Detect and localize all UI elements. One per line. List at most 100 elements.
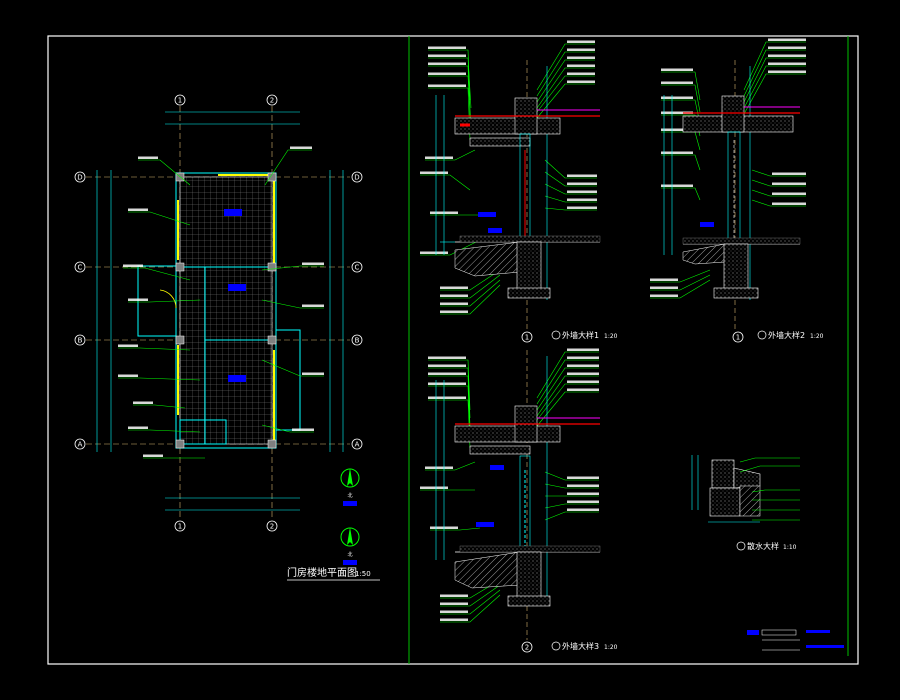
leader-line [536,43,595,91]
leader-tag [440,286,468,289]
leader-tag [428,84,466,87]
leader-tag [567,198,597,201]
detail-1-leaders [420,40,597,315]
leader-line [544,159,597,179]
leader-line [743,65,806,109]
leader-tag [420,171,448,174]
plan-title: 门房楼地平面图 [287,566,357,579]
leader-tag [661,184,693,187]
leader-line [440,284,501,315]
leader-tag [428,62,466,65]
detail-4-title: 散水大样 [747,541,779,551]
leader-tag [661,111,693,114]
leader-tag [567,48,595,51]
leader-tag [567,64,595,67]
sheet-frame [47,35,859,665]
leader-tag [772,202,806,205]
leader-tag [440,618,468,621]
leader-tag [128,298,148,301]
leader-line [261,424,314,433]
leader-tag [567,380,599,383]
plan-floor-tiles [179,176,273,445]
leader-line [661,71,701,101]
leader-tag [650,286,678,289]
leader-tag [567,492,599,495]
leader-line [536,75,595,113]
legend-block [747,629,844,651]
leader-tag [567,182,597,185]
leader-tag [428,356,466,359]
leader-tag [118,344,138,347]
leader-tag [138,156,158,159]
leader-tag [428,382,466,385]
leader-tag [567,476,599,479]
leader-tag [133,401,153,404]
leader-line [128,429,201,433]
plan-axis-bubbles: 1 2 1 2 D C B A D C B A [74,94,363,532]
detail-3-axis: 2 [525,644,529,652]
leader-line [544,195,597,203]
leader-tag [650,294,678,297]
leader-line [261,265,324,271]
leader-line [544,503,599,509]
leader-tag [567,348,599,351]
floor-plan: 1 2 1 2 D C B A D C B A 门房楼地平面图 1:50 [74,94,380,581]
leader-line [118,377,201,381]
leader-tag [567,484,599,487]
leader-tag [440,594,468,597]
leader-tag [420,486,448,489]
plan-axis-bottom-1: 1 [178,523,182,531]
leader-line [743,73,806,115]
leader-tag [567,190,597,193]
leader-line [544,471,599,481]
leader-tag [567,206,597,209]
detail-2-scale: 1:20 [810,333,824,340]
leader-line [138,159,191,186]
leader-tag [661,96,693,99]
leader-tag [768,62,806,65]
leader-line [544,171,597,187]
leader-line [536,51,595,97]
leader-tag [420,251,448,254]
plan-axis-left-A: A [78,441,83,449]
leader-line [264,149,312,186]
leader-line [536,375,599,417]
leader-tag [772,172,806,175]
plan-axis-right-C: C [355,264,360,272]
leader-line [261,299,324,309]
leader-line [743,49,806,97]
leader-line [123,267,191,281]
leader-tag [440,602,468,605]
north-arrow-top-label: 北 [347,492,352,499]
leader-line [428,57,472,109]
leader-line [751,189,806,197]
leader-line [544,207,597,211]
leader-line [536,383,599,421]
leader-line [650,279,711,299]
leader-tag [123,264,143,267]
leader-line [751,179,806,187]
leader-line [428,359,471,411]
leader-tag [567,364,599,367]
north-arrow-bottom-icon: 北 [340,527,360,565]
plan-room-tags [224,209,246,382]
leader-tag [425,466,453,469]
detail-1-axis: 1 [525,334,529,342]
plan-axis-bottom-2: 2 [270,523,274,531]
leader-tag [292,428,314,431]
plan-door-swing [159,289,177,309]
detail-4-scale: 1:10 [783,544,797,551]
leader-tag [567,372,599,375]
leader-line [536,59,595,103]
leader-tag [440,294,468,297]
plan-axis-left-C: C [78,264,83,272]
leader-line [650,274,711,291]
leader-tag [440,302,468,305]
leader-line [128,299,201,303]
leader-line [425,149,476,161]
leader-line [440,274,501,299]
detail-2-axis: 1 [736,334,740,342]
plan-axis-right-A: A [355,441,360,449]
leader-tag [118,374,138,377]
